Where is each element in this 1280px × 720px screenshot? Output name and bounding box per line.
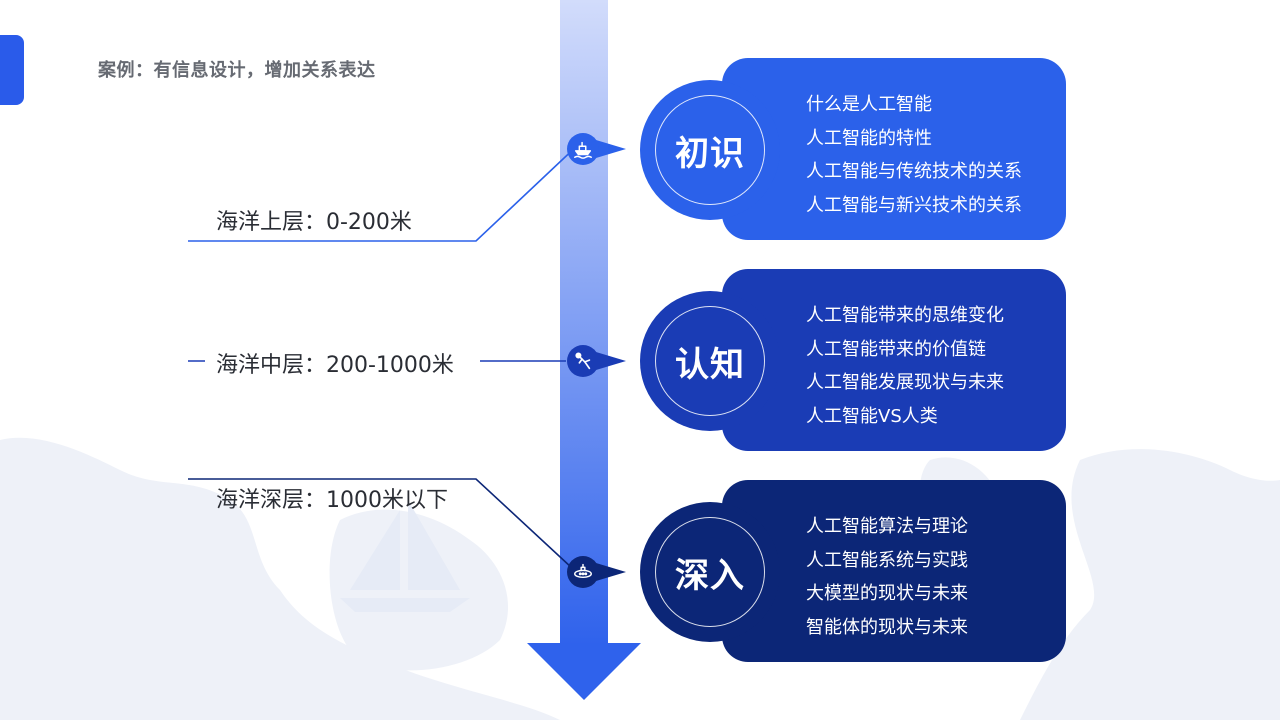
sailboat-watermark <box>340 500 470 612</box>
topic-item: 人工智能发展现状与未来 <box>806 372 1004 393</box>
topic-item: 人工智能的特性 <box>806 127 932 149</box>
topic-item: 人工智能带来的价值链 <box>806 338 986 360</box>
topic-list: 什么是人工智能 人工智能的特性 人工智能与传统技术的关系 人工智能与新兴技术的关… <box>806 88 1022 222</box>
topic-item: 人工智能算法与理论 <box>806 516 968 537</box>
diver-icon <box>567 345 599 377</box>
ocean-layer-label-deep: 海洋深层：1000米以下 <box>216 488 448 513</box>
stage-card-1: 什么是人工智能 人工智能的特性 人工智能与传统技术的关系 人工智能与新兴技术的关… <box>722 58 1066 240</box>
pointer-triangle-2 <box>596 352 626 370</box>
stage-name: 深入 <box>675 555 745 596</box>
topic-item: 智能体的现状与未来 <box>806 616 968 638</box>
stage-name: 初识 <box>675 133 745 174</box>
stage-name: 认知 <box>675 344 745 385</box>
ocean-layer-label-upper: 海洋上层：0-200米 <box>216 210 412 235</box>
topic-item: 人工智能VS人类 <box>806 405 938 427</box>
topic-item: 大模型的现状与未来 <box>806 583 968 604</box>
topic-list: 人工智能带来的思维变化 人工智能带来的价值链 人工智能发展现状与未来 人工智能V… <box>806 299 1004 433</box>
connector-line-upper <box>188 142 581 242</box>
topic-list: 人工智能算法与理论 人工智能系统与实践 大模型的现状与未来 智能体的现状与未来 <box>806 510 968 644</box>
topic-item: 人工智能与新兴技术的关系 <box>806 194 1022 216</box>
topic-item: 人工智能带来的思维变化 <box>806 305 1004 326</box>
stage-circle-ring: 认知 <box>655 306 765 416</box>
topic-item: 人工智能与传统技术的关系 <box>806 161 1022 182</box>
connector-line-deep <box>188 478 573 569</box>
pointer-triangle-3 <box>596 563 626 581</box>
topic-item: 人工智能系统与实践 <box>806 549 968 571</box>
depth-axis <box>560 0 608 645</box>
stage-circle-ring: 深入 <box>655 517 765 627</box>
page-title: 案例：有信息设计，增加关系表达 <box>98 60 376 81</box>
ocean-layer-label-middle: 海洋中层：200-1000米 <box>216 353 454 378</box>
pointer-triangle-1 <box>596 140 626 158</box>
ship-icon <box>567 133 599 165</box>
stage-circle-2: 认知 <box>640 291 780 431</box>
depth-axis-arrowhead <box>527 643 641 700</box>
submarine-icon <box>567 556 599 588</box>
title-accent-bar <box>0 35 24 105</box>
stage-circle-1: 初识 <box>640 80 780 220</box>
stage-circle-ring: 初识 <box>655 95 765 205</box>
stage-circle-3: 深入 <box>640 502 780 642</box>
topic-item: 什么是人工智能 <box>806 94 932 115</box>
